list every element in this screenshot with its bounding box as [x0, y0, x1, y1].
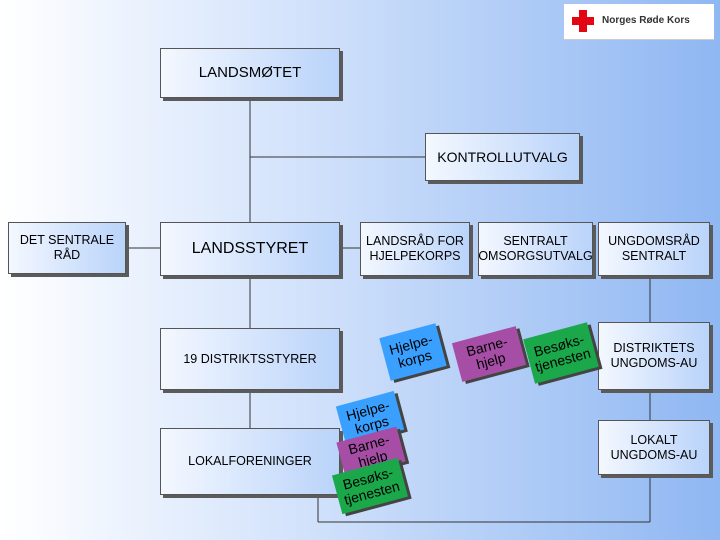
ungdomsrad-line1: UNGDOMSRÅD — [608, 234, 700, 248]
sentralt-line2: OMSORGSUTVALG — [478, 249, 593, 263]
lokalt-line2: UNGDOMS-AU — [610, 447, 698, 462]
ungdomsrad-sentralt-box: UNGDOMSRÅD SENTRALT — [598, 222, 710, 276]
distriktets-line2: UNGDOMS-AU — [610, 356, 698, 370]
logo-org-name: Norges Røde Kors — [602, 15, 690, 26]
logo-divider — [564, 39, 714, 40]
landsrad-line1: LANDSRÅD FOR — [366, 234, 464, 248]
lokalforeninger-box: LOKALFORENINGER — [160, 428, 340, 495]
det-sentrale-rad-line1: DET SENTRALE — [19, 233, 115, 247]
det-sentrale-rad-box: DET SENTRALE RÅD — [8, 222, 126, 274]
sentralt-omsorgsutvalg-box: SENTRALT OMSORGSUTVALG — [478, 222, 593, 276]
kontrollutvalg-box: KONTROLLUTVALG — [425, 133, 580, 181]
distriktsstyrer-box: 19 DISTRIKTSSTYRER — [160, 328, 340, 390]
distriktsstyrer-label: 19 DISTRIKTSSTYRER — [183, 351, 317, 366]
red-cross-icon — [572, 10, 594, 32]
distriktets-ungdoms-au-box: DISTRIKTETS UNGDOMS-AU — [598, 322, 710, 390]
det-sentrale-rad-line2: RÅD — [53, 248, 81, 262]
lokalforeninger-label: LOKALFORENINGER — [188, 454, 312, 468]
sentralt-line1: SENTRALT — [503, 234, 568, 248]
landsrad-hjelpekorps-box: LANDSRÅD FOR HJELPEKORPS — [360, 222, 470, 276]
landsstyret-label: LANDSSTYRET — [191, 240, 309, 258]
lokalt-ungdoms-au-box: LOKALT UNGDOMS-AU — [598, 420, 710, 475]
kontrollutvalg-label: KONTROLLUTVALG — [437, 148, 568, 165]
ungdomsrad-line2: SENTRALT — [621, 249, 687, 263]
lokalt-line1: LOKALT — [630, 432, 678, 447]
landsrad-line2: HJELPEKORPS — [369, 249, 461, 263]
red-cross-logo: Norges Røde Kors — [564, 4, 714, 40]
distriktets-line1: DISTRIKTETS — [613, 341, 695, 355]
landsmotet-box: LANDSMØTET — [160, 48, 340, 98]
landsstyret-box: LANDSSTYRET — [160, 222, 340, 276]
landsmotet-label: LANDSMØTET — [198, 64, 302, 81]
